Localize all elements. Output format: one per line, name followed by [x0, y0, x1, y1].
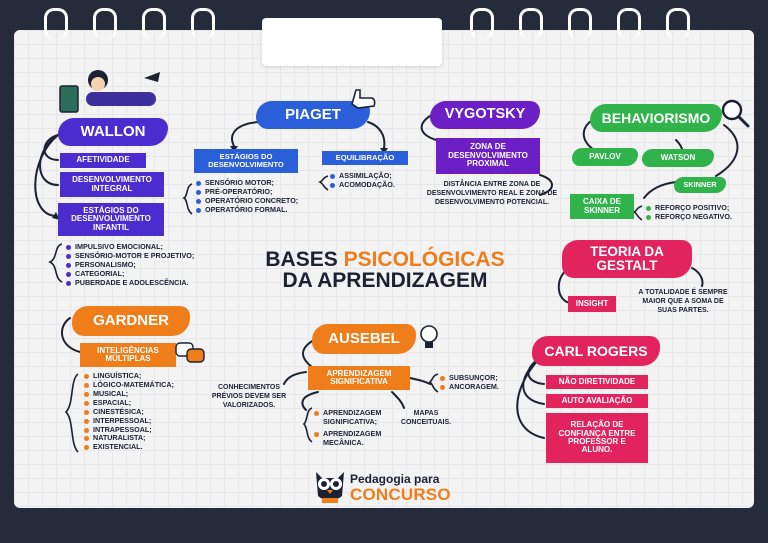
ausebel-right-list: SUBSUNÇOR; ANCORAGEM. [440, 373, 520, 392]
rogers-box-relacao: RELAÇÃO DE CONFIANÇA ENTRE PROFESSOR E A… [546, 413, 648, 463]
list-item: CINESTÉSICA; [84, 407, 204, 417]
list-item: IMPULSIVO EMOCIONAL; [66, 242, 236, 252]
ausebel-left-note: CONHECIMENTOS PRÉVIOS DEVEM SER VALORIZA… [211, 384, 287, 409]
list-item: REFORÇO NEGATIVO. [646, 212, 750, 222]
list-item: CATEGORIAL; [66, 269, 236, 279]
list-item: ESPACIAL; [84, 398, 204, 408]
list-item: ANCORAGEM. [440, 382, 520, 392]
list-item: SENSÓRIO-MOTOR E PROJETIVO; [66, 251, 236, 261]
title-line1a: BASES [265, 248, 344, 271]
list-item: LÓGICO-MATEMÁTICA; [84, 380, 204, 390]
list-item: SUBSUNÇOR; [440, 373, 520, 383]
gestalt-insight: INSIGHT [568, 296, 616, 312]
behaviorismo-pavlov: PAVLOV [572, 148, 638, 166]
reading-person-illustration [59, 70, 160, 113]
list-item: PERSONALISMO; [66, 260, 236, 270]
list-item: LINGUÍSTICA; [84, 371, 204, 381]
pointing-hand-icon [351, 89, 376, 109]
behaviorismo-list: REFORÇO POSITIVO; REFORÇO NEGATIVO. [646, 203, 750, 222]
behaviorismo-caixa: CAIXA DE SKINNER [570, 194, 634, 219]
piaget-box-estagios: ESTÁGIOS DO DESENVOLVIMENTO [194, 149, 298, 173]
list-item: ACOMODAÇÃO. [330, 180, 420, 190]
wallon-list: IMPULSIVO EMOCIONAL; SENSÓRIO-MOTOR E PR… [66, 242, 236, 288]
list-item: APRENDIZAGEM SIGNIFICATIVA; [314, 408, 404, 427]
list-item: EXISTENCIAL. [84, 442, 204, 452]
lightbulb-icon [420, 325, 438, 348]
wallon-box-estagios: ESTÁGIOS DO DESENVOLVIMENTO INFANTIL [58, 203, 164, 236]
list-item: NATURALISTA; [84, 434, 204, 443]
list-item: SENSÓRIO MOTOR; [196, 178, 326, 188]
list-item: PUBERDADE E ADOLESCÊNCIA. [66, 278, 236, 288]
gardner-box: INTELIGÊNCIAS MÚLTIPLAS [80, 343, 176, 367]
piaget-list-estagios: SENSÓRIO MOTOR; PRÉ-OPERATÓRIO; OPERATÓR… [196, 178, 326, 215]
ring-icon [191, 8, 215, 39]
title-line1b: PSICOLÓGICAS [343, 248, 505, 271]
list-item: INTRAPESSOAL; [84, 425, 204, 435]
piaget-title: PIAGET [256, 101, 370, 129]
list-item: MUSICAL; [84, 389, 204, 399]
ring-icon [44, 8, 68, 39]
rogers-box-auto-avaliacao: AUTO AVALIAÇÃO [546, 394, 648, 408]
speech-bubbles-icon [175, 342, 205, 363]
gestalt-note: A TOTALIDADE É SEMPRE MAIOR QUE A SOMA D… [638, 289, 728, 314]
owl-logo-icon [316, 472, 344, 503]
list-item: INTERPESSOAL; [84, 416, 204, 426]
magnifier-icon [721, 99, 750, 128]
list-item: REFORÇO POSITIVO; [646, 203, 750, 213]
logo-line2: CONCURSO [350, 485, 451, 504]
list-item: ASSIMILAÇÃO; [330, 171, 420, 181]
ring-icon [568, 8, 592, 39]
gardner-title: GARDNER [72, 306, 190, 336]
ring-icon [93, 8, 117, 39]
behaviorismo-watson: WATSON [642, 149, 714, 167]
list-item: PRÉ-OPERATÓRIO; [196, 187, 326, 197]
wallon-box-afetividade: AFETIVIDADE [60, 153, 146, 168]
wallon-box-desenvolvimento: DESENVOLVIMENTO INTEGRAL [60, 172, 164, 197]
logo-line1: Pedagogia para [350, 472, 440, 486]
page-title: BASES PSICOLÓGICAS DA APRENDIZAGEM [254, 249, 516, 292]
wallon-title: WALLON [58, 118, 168, 146]
list-item: APRENDIZAGEM MECÂNICA. [314, 429, 404, 448]
vygotsky-box-zdp: ZONA DE DESENVOLVIMENTO PROXIMAL [436, 138, 540, 174]
piaget-box-equilibracao: EQUILIBRAÇÃO [322, 151, 408, 165]
behaviorismo-title: BEHAVIORISMO [590, 104, 722, 132]
ring-icon [142, 8, 166, 39]
ring-icon [617, 8, 641, 39]
rogers-title: CARL ROGERS [532, 336, 660, 366]
piaget-list-equilibracao: ASSIMILAÇÃO; ACOMODAÇÃO. [330, 171, 420, 190]
ausebel-box: APRENDIZAGEM SIGNIFICATIVA [308, 366, 410, 390]
gardner-list: LINGUÍSTICA; LÓGICO-MATEMÁTICA; MUSICAL;… [84, 371, 204, 452]
list-item: OPERATÓRIO CONCRETO; [196, 196, 326, 206]
tape-strip [262, 18, 442, 66]
gestalt-title: TEORIA DA GESTALT [562, 240, 692, 278]
ausebel-mapas: MAPAS CONCEITUAIS. [400, 410, 452, 426]
ausebel-bottom-list: APRENDIZAGEM SIGNIFICATIVA; APRENDIZAGEM… [314, 408, 404, 448]
title-line2: DA APRENDIZAGEM [282, 269, 488, 293]
rogers-box-nao-diretividade: NÃO DIRETIVIDADE [546, 375, 648, 389]
behaviorismo-skinner: SKINNER [674, 177, 726, 193]
ring-icon [666, 8, 690, 39]
vygotsky-title: VYGOTSKY [430, 101, 540, 129]
vygotsky-note: DISTÂNCIA ENTRE ZONA DE DESENVOLVIMENTO … [426, 181, 558, 206]
ausebel-title: AUSEBEL [312, 324, 416, 354]
ring-icon [519, 8, 543, 39]
list-item: OPERATÓRIO FORMAL. [196, 205, 326, 215]
ring-icon [470, 8, 494, 39]
